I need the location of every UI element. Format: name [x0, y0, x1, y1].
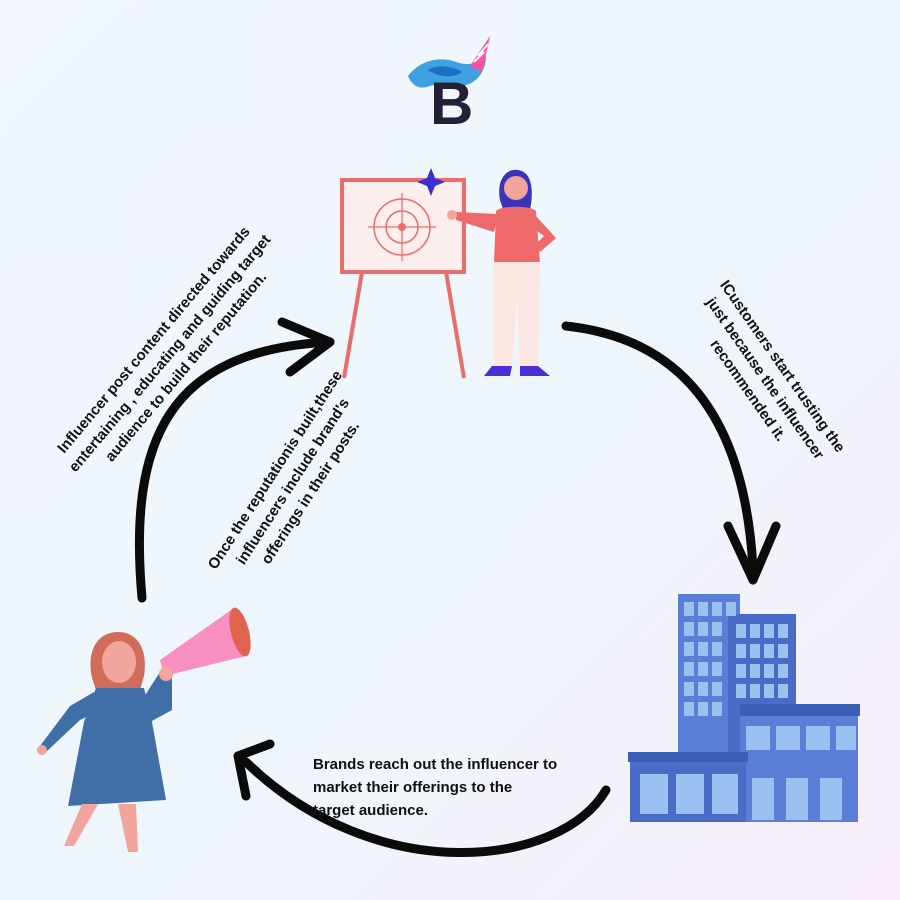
easel-leg-left [342, 271, 364, 379]
influencer-head [102, 641, 136, 683]
sparkle-icon [417, 168, 445, 196]
presenter-pants [494, 262, 540, 366]
arrow-right [561, 321, 758, 573]
arrow-left-head [277, 317, 335, 377]
arrow-left [135, 337, 335, 603]
influencer-arm-left [40, 692, 96, 752]
tower-windows [684, 602, 788, 716]
annex-windows [746, 726, 856, 820]
cycle-arrows [135, 317, 781, 857]
easel-illustration [340, 168, 466, 379]
annex-roof [740, 704, 860, 716]
presenter-shirt [494, 206, 540, 264]
label-brand-outreach: Brands reach out the influencer to marke… [313, 756, 558, 819]
podium-windows [640, 774, 738, 814]
arrow-bottom [241, 757, 611, 857]
brand-buildings [628, 594, 860, 822]
influencer-dress [68, 688, 166, 806]
logo-letter: B [430, 70, 473, 137]
influencer-hand-left [37, 745, 47, 755]
presenter-figure [447, 169, 556, 376]
influencer-hand [159, 667, 173, 681]
presenter-shoe-left [484, 366, 512, 376]
presenter-arm-left [456, 212, 498, 232]
influencer-figure [37, 607, 251, 852]
influencer-arm-raised [142, 672, 172, 722]
megaphone [160, 608, 246, 676]
logo-horn-stripe [473, 43, 489, 63]
podium-roof [628, 752, 748, 762]
arrow-bottom-head [233, 739, 275, 801]
presenter-shoe-right [520, 366, 550, 376]
brand-logo: B [408, 36, 490, 137]
easel-leg-right [444, 271, 466, 379]
presenter-head [504, 176, 528, 200]
megaphone-rim [229, 607, 251, 657]
logo-hair-dark [428, 66, 462, 77]
influencer-legs [64, 804, 138, 852]
presenter-arm-right [530, 214, 556, 252]
presenter-hand [447, 210, 457, 220]
arrow-right-head [723, 521, 781, 585]
